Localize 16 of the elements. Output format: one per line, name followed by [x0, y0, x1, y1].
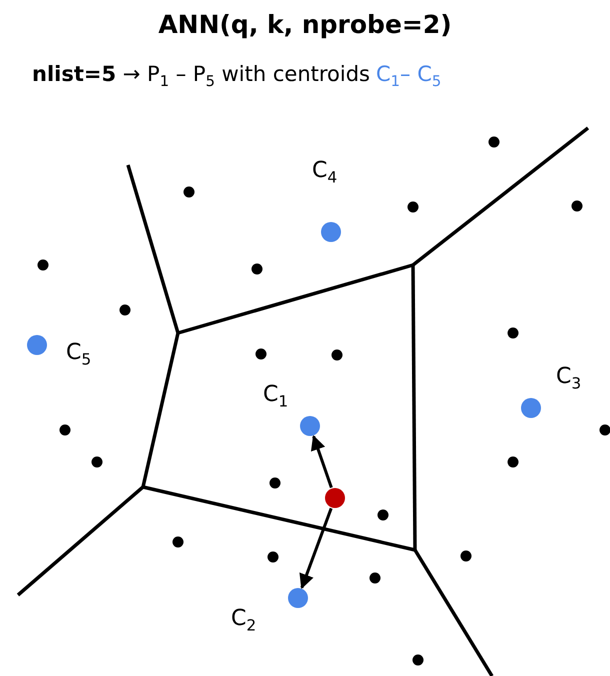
centroid-label: C$_{2}$ — [231, 606, 256, 634]
arrow — [310, 434, 333, 488]
query-point — [325, 488, 345, 508]
centroid-range-label: C$_{1}$– C$_{5}$ — [376, 62, 442, 90]
subtitle: nlist=5 → P$_{1}$ – P$_{5}$ with centroids — [32, 62, 370, 90]
centroid-point — [288, 588, 308, 608]
centroid-point — [521, 398, 541, 418]
arrow — [299, 508, 333, 590]
centroid-point — [300, 416, 320, 436]
centroid-point — [321, 222, 341, 242]
centroid-label: C$_{5}$ — [66, 340, 92, 368]
centroid-label: C$_{3}$ — [556, 364, 582, 392]
centroid-point — [27, 335, 47, 355]
centroid-label: C$_{4}$ — [312, 158, 338, 186]
title: ANN(q, k, nprobe=2) — [157, 10, 453, 39]
centroid-label: C$_{1}$ — [263, 382, 288, 410]
